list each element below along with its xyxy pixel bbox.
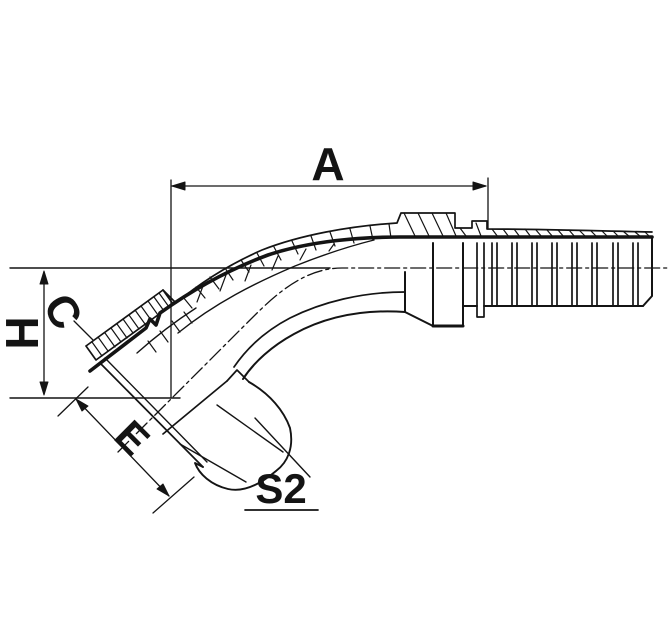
- dim-a-arrow-left: [171, 181, 186, 191]
- hex-flat-edge-1: [179, 443, 247, 483]
- dimension-h: H: [0, 267, 331, 399]
- outer-profile: [175, 212, 653, 304]
- bend-inner-silhouette: [242, 310, 406, 380]
- s2-leader: [254, 417, 311, 478]
- hex-outline: [194, 381, 293, 491]
- port-and-stem-centerline: [117, 267, 669, 453]
- nut-strip-outline: [85, 289, 174, 361]
- dimension-e: E: [57, 386, 195, 514]
- stem-band-hatching: [403, 212, 651, 238]
- dim-e-arrow-upper: [75, 398, 89, 412]
- s2-label: S2: [255, 465, 306, 512]
- centerlines: [117, 267, 669, 453]
- dim-h-arrow-top: [39, 270, 49, 285]
- bend-flank-hatching: [196, 243, 335, 303]
- nut-strip-hatching: [91, 292, 170, 357]
- dim-a-label: A: [311, 138, 344, 190]
- s2-callout: S2: [244, 417, 319, 512]
- dim-c-leader: [73, 320, 94, 341]
- hose-stem: [403, 212, 653, 328]
- dim-e-arrow-lower: [156, 483, 170, 497]
- swivel-nut: [85, 289, 208, 468]
- dim-e-ext-lower: [152, 476, 195, 514]
- hex-corner-notch: [226, 369, 250, 383]
- dim-e-ext-upper: [57, 386, 89, 417]
- hex-nut: [162, 369, 293, 491]
- hex-flat-edge-2: [216, 404, 284, 453]
- bend-inner-wall: [233, 291, 406, 368]
- dim-a-arrow-right: [472, 181, 487, 191]
- strip-cap: [162, 289, 177, 304]
- nut-front-face-edge: [99, 362, 204, 468]
- dim-h-arrow-bottom: [39, 381, 49, 396]
- dim-h-label: H: [0, 316, 48, 349]
- bend-flank-curve: [177, 239, 375, 334]
- thread-minor-line: [88, 235, 654, 373]
- dimension-a: A: [170, 138, 489, 398]
- nut-bore-curve: [136, 307, 197, 354]
- barb-ring: [476, 242, 485, 318]
- nut-front-face-inner-edge: [104, 357, 208, 463]
- bell-chamfer: [404, 311, 434, 327]
- barb-grooves: [491, 242, 639, 307]
- nut-bore-hatching: [147, 311, 193, 353]
- hex-junction-edge: [162, 380, 228, 435]
- stem-end: [642, 236, 653, 307]
- elbow-bend: [88, 212, 654, 380]
